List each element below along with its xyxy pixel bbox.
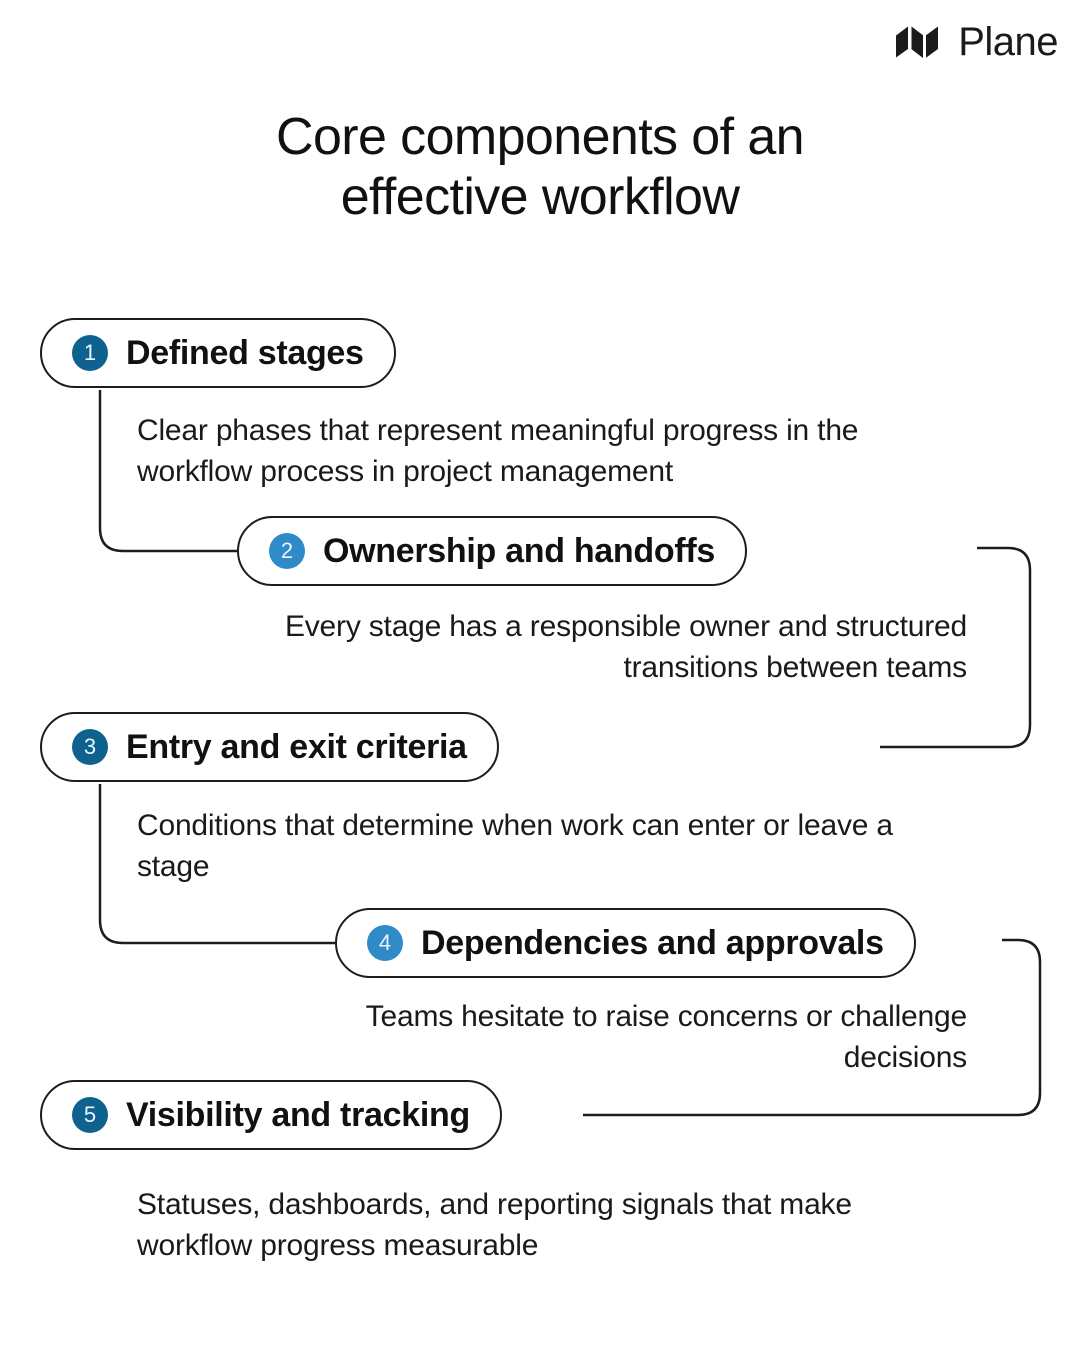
step-number-badge-1: 1: [72, 335, 108, 371]
component-pill-4[interactable]: 4 Dependencies and approvals: [335, 908, 916, 978]
component-description-3: Conditions that determine when work can …: [137, 809, 893, 884]
step-number-badge-4: 4: [367, 925, 403, 961]
component-description-2: Every stage has a responsible owner and …: [284, 610, 967, 685]
page-title-line-2: effective workflow: [340, 167, 740, 226]
component-pill-2[interactable]: 2 Ownership and handoffs: [237, 516, 747, 586]
brand-logo: Plane: [894, 22, 1058, 62]
component-pill-3[interactable]: 3 Entry and exit criteria: [40, 712, 499, 782]
component-description-4: Teams hesitate to raise concerns or chal…: [365, 1000, 968, 1075]
component-description-1: Clear phases that represent meaningful p…: [137, 414, 859, 489]
step-number-badge-3: 3: [72, 729, 108, 765]
component-pill-5[interactable]: 5 Visibility and tracking: [40, 1080, 502, 1150]
page-title-line-1: Core components of an: [276, 108, 805, 166]
component-pill-1[interactable]: 1 Defined stages: [40, 318, 396, 388]
plane-logo-icon: [896, 26, 939, 58]
step-number-badge-5: 5: [72, 1097, 108, 1133]
step-number-badge-2: 2: [269, 533, 305, 569]
component-label-1: Defined stages: [126, 334, 364, 372]
component-description-5: Statuses, dashboards, and reporting sign…: [137, 1188, 852, 1263]
brand-name: Plane: [958, 20, 1058, 64]
component-label-3: Entry and exit criteria: [126, 728, 467, 766]
component-label-2: Ownership and handoffs: [323, 532, 715, 570]
component-label-5: Visibility and tracking: [126, 1096, 470, 1134]
page-title: Core components of an effective workflow: [0, 108, 1080, 228]
component-label-4: Dependencies and approvals: [421, 924, 884, 962]
